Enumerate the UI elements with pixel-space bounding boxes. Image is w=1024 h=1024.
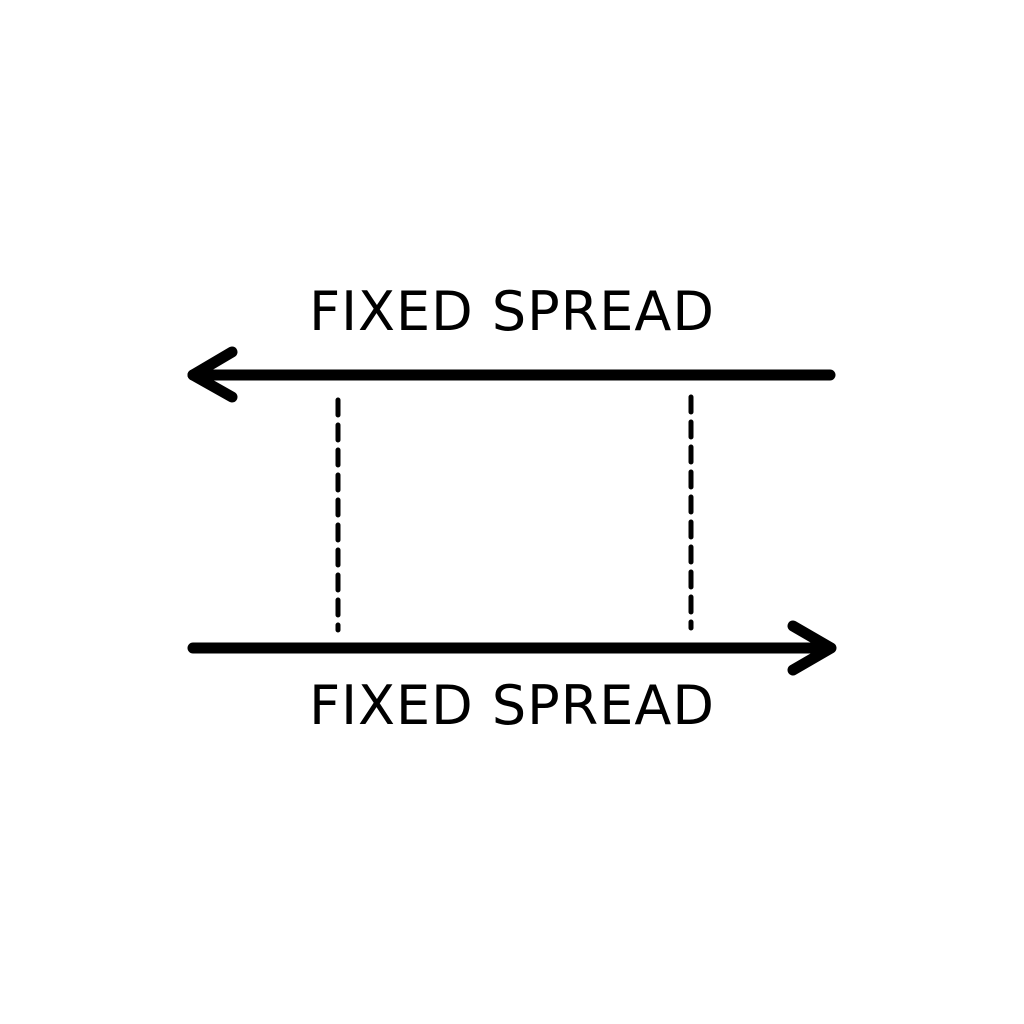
top-label: FIXED SPREAD — [309, 280, 715, 343]
bottom-arrowhead — [787, 620, 837, 676]
arrow-right-icon — [187, 620, 837, 676]
bottom-label: FIXED SPREAD — [309, 674, 715, 737]
top-arrowhead — [187, 346, 238, 403]
arrow-left-icon — [187, 346, 836, 403]
